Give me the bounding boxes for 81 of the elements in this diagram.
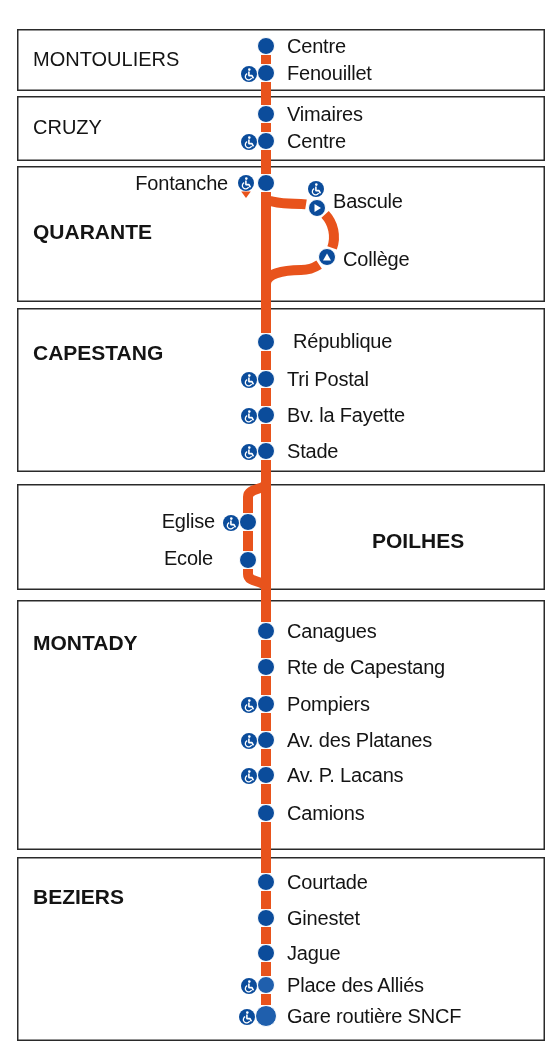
stop-dot (257, 622, 275, 640)
stop-dot (257, 105, 275, 123)
town-name: CRUZY (33, 115, 102, 139)
stop-name: Tri Postal (287, 367, 369, 391)
stop-name: Camions (287, 801, 365, 825)
stop-name: Av. P. Lacans (287, 763, 404, 787)
town-name: QUARANTE (33, 220, 152, 244)
stop-dot (257, 804, 275, 822)
stop-dot (257, 658, 275, 676)
stop-dot (257, 132, 275, 150)
town-band (17, 29, 545, 91)
stop-dot (257, 442, 275, 460)
stop-name: Fenouillet (287, 61, 372, 85)
stop-name: Pompiers (287, 692, 370, 716)
route-line (261, 994, 271, 1005)
stop-name: Place des Alliés (287, 973, 424, 997)
stop-dot (255, 1005, 277, 1027)
stop-name: Eglise (161, 509, 215, 533)
route-line (261, 713, 271, 731)
stop-dot (257, 37, 275, 55)
town-name: BEZIERS (33, 885, 124, 909)
stop-name: Av. des Platanes (287, 728, 433, 752)
town-band (17, 166, 545, 302)
route-line (261, 891, 271, 909)
town-band (17, 308, 545, 472)
stop-dot (257, 333, 275, 351)
route-line (261, 927, 271, 944)
stop-name: Centre (287, 34, 346, 58)
route-line (261, 150, 271, 174)
stop-name: Fontanche (135, 171, 228, 195)
stop-dot (239, 513, 257, 531)
route-line (243, 531, 253, 551)
stop-dot (257, 406, 275, 424)
stop-name: Canagues (287, 619, 377, 643)
route-line (261, 82, 271, 105)
stop-name: Ecole (163, 546, 213, 570)
stop-dot (257, 731, 275, 749)
stop-dot (257, 64, 275, 82)
stop-name: Collège (343, 247, 410, 271)
stop-dot (318, 248, 336, 267)
town-band (17, 857, 545, 1041)
route-line (261, 388, 271, 406)
route-line (261, 351, 271, 370)
stop-name: Stade (287, 439, 339, 463)
route-line (261, 822, 271, 873)
stop-name: Bv. la Fayette (287, 403, 405, 427)
stop-name: Courtade (287, 870, 368, 894)
town-name: POILHES (372, 529, 465, 553)
town-name: MONTADY (33, 631, 138, 655)
stop-name: Bascule (333, 189, 403, 213)
town-band (17, 600, 545, 850)
route-line (261, 676, 271, 695)
stop-name: Rte de Capestang (287, 655, 446, 679)
route-line (321, 211, 339, 250)
stop-name: Jague (287, 941, 341, 965)
stop-dot (257, 370, 275, 388)
stop-name: Ginestet (287, 906, 360, 930)
stop-dot (257, 944, 275, 962)
stop-name: Vimaires (287, 102, 363, 126)
route-line (261, 123, 271, 132)
route-line (261, 55, 271, 64)
stop-dot (257, 174, 275, 192)
town-name: MONTOULIERS (33, 47, 180, 71)
stop-name: Gare routière SNCF (287, 1004, 462, 1028)
stop-dot (257, 766, 275, 784)
route-line (261, 962, 271, 976)
stop-dot (257, 976, 275, 994)
stop-dot (257, 873, 275, 891)
stop-name: République (293, 329, 393, 353)
town-band (17, 96, 545, 161)
stop-dot (239, 551, 257, 569)
route-line (261, 784, 271, 804)
stop-dot (257, 909, 275, 927)
route-line (261, 424, 271, 442)
town-band (17, 484, 545, 590)
stop-dot (257, 695, 275, 713)
route-line (261, 749, 271, 766)
route-line (261, 640, 271, 658)
stop-name: Centre (287, 129, 346, 153)
stop-dot (307, 199, 326, 217)
town-name: CAPESTANG (33, 341, 164, 365)
